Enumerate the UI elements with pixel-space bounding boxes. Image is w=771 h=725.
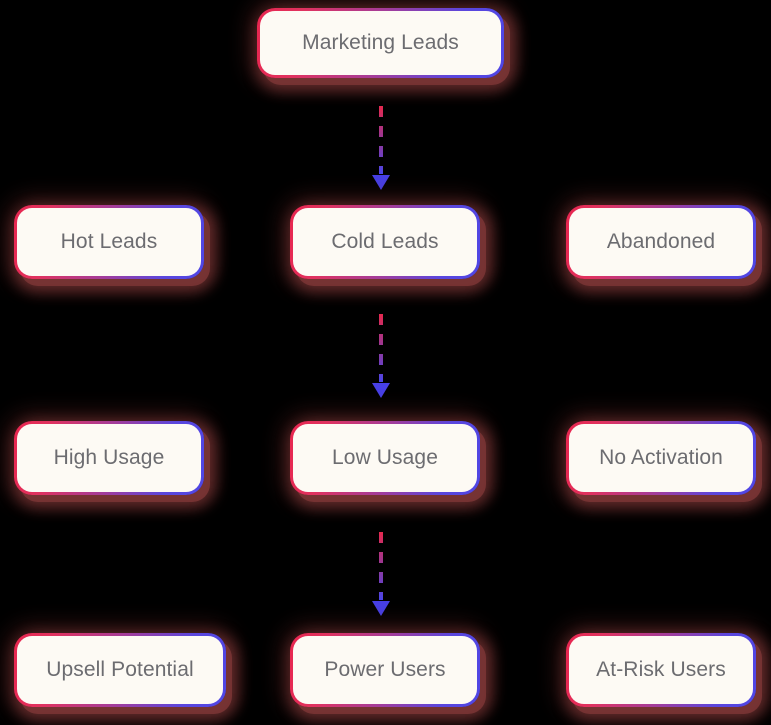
node-label: At-Risk Users — [596, 658, 726, 682]
node-no-activation[interactable]: No Activation — [566, 421, 756, 495]
node-body: Upsell Potential — [17, 636, 223, 704]
node-label: Hot Leads — [60, 230, 158, 254]
edge-1-arrowhead — [372, 175, 390, 190]
node-cold-leads[interactable]: Cold Leads — [290, 205, 480, 279]
edge-2-arrowhead — [372, 383, 390, 398]
edge-1-arrow-down-icon — [370, 106, 392, 190]
node-abandoned[interactable]: Abandoned — [566, 205, 756, 279]
node-label: Marketing Leads — [302, 31, 459, 55]
edge-3-arrow-down-icon — [370, 532, 392, 616]
edge-2-dashed-line — [379, 314, 383, 382]
node-body: Cold Leads — [293, 208, 477, 276]
node-high-usage[interactable]: High Usage — [14, 421, 204, 495]
node-body: Marketing Leads — [260, 11, 501, 75]
node-label: High Usage — [53, 446, 165, 470]
node-body: High Usage — [17, 424, 201, 492]
node-low-usage[interactable]: Low Usage — [290, 421, 480, 495]
node-label: Power Users — [324, 658, 446, 682]
node-marketing-leads[interactable]: Marketing Leads — [257, 8, 504, 78]
node-label: No Activation — [599, 446, 723, 470]
edge-3-arrowhead — [372, 601, 390, 616]
node-body: Low Usage — [293, 424, 477, 492]
edge-1-dashed-line — [379, 106, 383, 174]
node-hot-leads[interactable]: Hot Leads — [14, 205, 204, 279]
node-label: Abandoned — [606, 230, 716, 254]
node-body: Power Users — [293, 636, 477, 704]
edge-2-arrow-down-icon — [370, 314, 392, 398]
node-body: At-Risk Users — [569, 636, 753, 704]
node-label: Cold Leads — [331, 230, 439, 254]
node-body: No Activation — [569, 424, 753, 492]
node-label: Low Usage — [332, 446, 438, 470]
node-power-users[interactable]: Power Users — [290, 633, 480, 707]
node-label: Upsell Potential — [46, 658, 194, 682]
node-body: Abandoned — [569, 208, 753, 276]
node-at-risk-users[interactable]: At-Risk Users — [566, 633, 756, 707]
node-body: Hot Leads — [17, 208, 201, 276]
node-upsell-potential[interactable]: Upsell Potential — [14, 633, 226, 707]
edge-3-dashed-line — [379, 532, 383, 600]
